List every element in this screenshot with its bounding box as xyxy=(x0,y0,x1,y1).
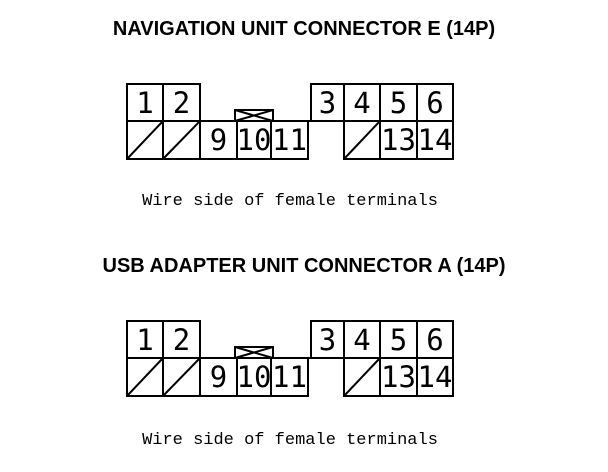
pin-cell-11 xyxy=(270,357,309,397)
pin-cell-13 xyxy=(379,357,418,397)
pin-label-6: 6 xyxy=(426,86,443,120)
blocked-cavity-slash-icon xyxy=(343,357,381,397)
pin-label-5: 5 xyxy=(390,86,407,120)
pin-cell-6 xyxy=(416,83,454,122)
pin-label-9: 9 xyxy=(210,123,227,157)
pin-label-11: 11 xyxy=(272,123,307,157)
pin-label-10: 10 xyxy=(237,360,272,394)
pin-label-3: 3 xyxy=(319,323,336,357)
pin-label-2: 2 xyxy=(173,323,190,357)
pin-cell-10 xyxy=(236,120,272,160)
pin-cell-11 xyxy=(270,120,309,160)
connector-1-title: NAVIGATION UNIT CONNECTOR E (14P) xyxy=(112,18,496,40)
pin-label-14: 14 xyxy=(418,360,453,394)
pin-label-4: 4 xyxy=(353,323,370,357)
pin-label-13: 13 xyxy=(381,123,416,157)
pin-cell-14 xyxy=(416,357,454,397)
keyway-icon xyxy=(234,346,274,359)
pin-label-13: 13 xyxy=(381,360,416,394)
pin-label-14: 14 xyxy=(418,123,453,157)
blocked-cavity-slash-icon xyxy=(162,357,201,397)
pin-label-4: 4 xyxy=(353,86,370,120)
pin-cell-3 xyxy=(310,320,345,359)
keyway-icon xyxy=(234,109,274,122)
pin-label-9: 9 xyxy=(210,360,227,394)
pin-cell-9 xyxy=(199,120,238,160)
pin-label-1: 1 xyxy=(136,86,153,120)
connector-1-pinout-diagram: 1 2 3 4 5 6 9 10 11 13 14 xyxy=(126,83,454,160)
blocked-cavity-slash-icon xyxy=(126,120,164,160)
connector-2-caption: Wire side of female terminals xyxy=(142,431,438,450)
pin-label-10: 10 xyxy=(237,123,272,157)
pin-label-5: 5 xyxy=(390,323,407,357)
pin-cell-3 xyxy=(310,83,345,122)
pin-label-11: 11 xyxy=(272,360,307,394)
pin-label-1: 1 xyxy=(136,323,153,357)
pin-cell-14 xyxy=(416,120,454,160)
blocked-cavity-slash-icon xyxy=(343,120,381,160)
connector-2-pinout-diagram: 1 2 3 4 5 6 9 10 11 13 14 xyxy=(126,320,454,397)
connector-1-caption: Wire side of female terminals xyxy=(142,192,438,211)
pin-cell-6 xyxy=(416,320,454,359)
connector-2-title: USB ADAPTER UNIT CONNECTOR A (14P) xyxy=(102,255,506,277)
blocked-cavity-slash-icon xyxy=(126,357,164,397)
pin-label-3: 3 xyxy=(319,86,336,120)
pin-label-2: 2 xyxy=(173,86,190,120)
blocked-cavity-slash-icon xyxy=(162,120,201,160)
pin-label-6: 6 xyxy=(426,323,443,357)
pin-cell-4 xyxy=(343,320,381,359)
